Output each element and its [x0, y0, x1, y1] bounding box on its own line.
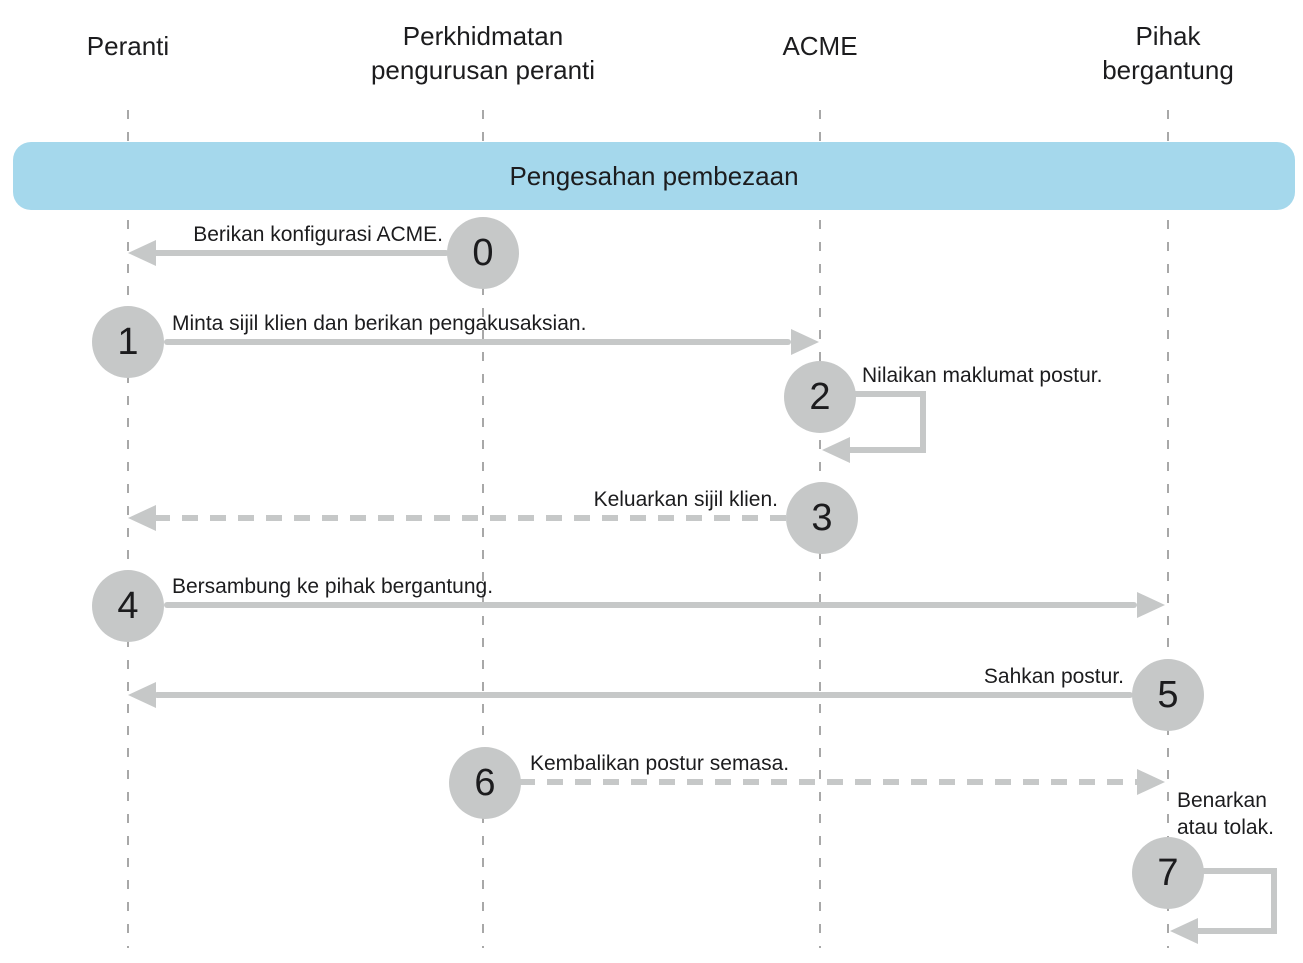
step-number: 7: [1157, 851, 1179, 894]
step-number: 6: [474, 761, 496, 804]
self-loop: [1196, 868, 1277, 934]
actor-label-acme: ACME: [782, 31, 858, 61]
lifeline-perkhidmatan: [482, 110, 484, 948]
step-number: 1: [117, 320, 139, 363]
step-number: 5: [1157, 673, 1179, 716]
step-number: 3: [811, 496, 833, 539]
step-number-badge: 3: [786, 482, 858, 554]
arrowhead-left-icon: [822, 437, 850, 463]
message-line-dashed: [519, 779, 1137, 785]
arrowhead-right-icon: [1137, 592, 1165, 618]
message-line: [164, 602, 1137, 608]
arrowhead-left-icon: [128, 505, 156, 531]
step-number: 2: [809, 375, 831, 418]
step-number-badge: 1: [92, 306, 164, 378]
arrowhead-left-icon: [1170, 918, 1198, 944]
lifeline-pihak-bergantung: [1167, 110, 1169, 948]
message-label: Keluarkan sijil klien.: [593, 488, 778, 511]
step-number-badge: 4: [92, 570, 164, 642]
step-number-badge: 6: [449, 747, 521, 819]
message-label: Bersambung ke pihak bergantung.: [172, 575, 494, 598]
arrowhead-right-icon: [1137, 769, 1165, 795]
arrowhead-right-icon: [791, 329, 819, 355]
message-label: Minta sijil klien dan berikan pengakusak…: [172, 312, 587, 335]
step-number-badge: 7: [1132, 837, 1204, 909]
arrowhead-left-icon: [128, 240, 156, 266]
message-label: Berikan konfigurasi ACME.: [193, 223, 443, 246]
message-label: Benarkan atau tolak.: [1177, 789, 1274, 839]
message-line: [154, 692, 1133, 698]
arrowhead-left-icon: [128, 682, 156, 708]
message-label: Kembalikan postur semasa.: [530, 752, 790, 775]
banner-title: Pengesahan pembezaan: [509, 160, 799, 191]
message-line-dashed: [154, 515, 786, 521]
title-banner: Pengesahan pembezaan: [13, 142, 1295, 210]
self-loop: [848, 391, 926, 453]
step-number-badge: 0: [447, 217, 519, 289]
step-number-badge: 5: [1132, 659, 1204, 731]
step-number-badge: 2: [784, 361, 856, 433]
actor-label-pihak-bergantung: Pihak bergantung: [1102, 21, 1234, 85]
message-line: [152, 250, 449, 256]
message-label: Nilaikan maklumat postur.: [862, 364, 1103, 387]
message-line: [164, 339, 791, 345]
message-label: Sahkan postur.: [983, 665, 1124, 688]
step-number: 0: [472, 231, 494, 274]
actor-label-peranti: Peranti: [86, 31, 170, 61]
step-number: 4: [117, 584, 139, 627]
actor-label-perkhidmatan: Perkhidmatan pengurusan peranti: [370, 21, 596, 85]
